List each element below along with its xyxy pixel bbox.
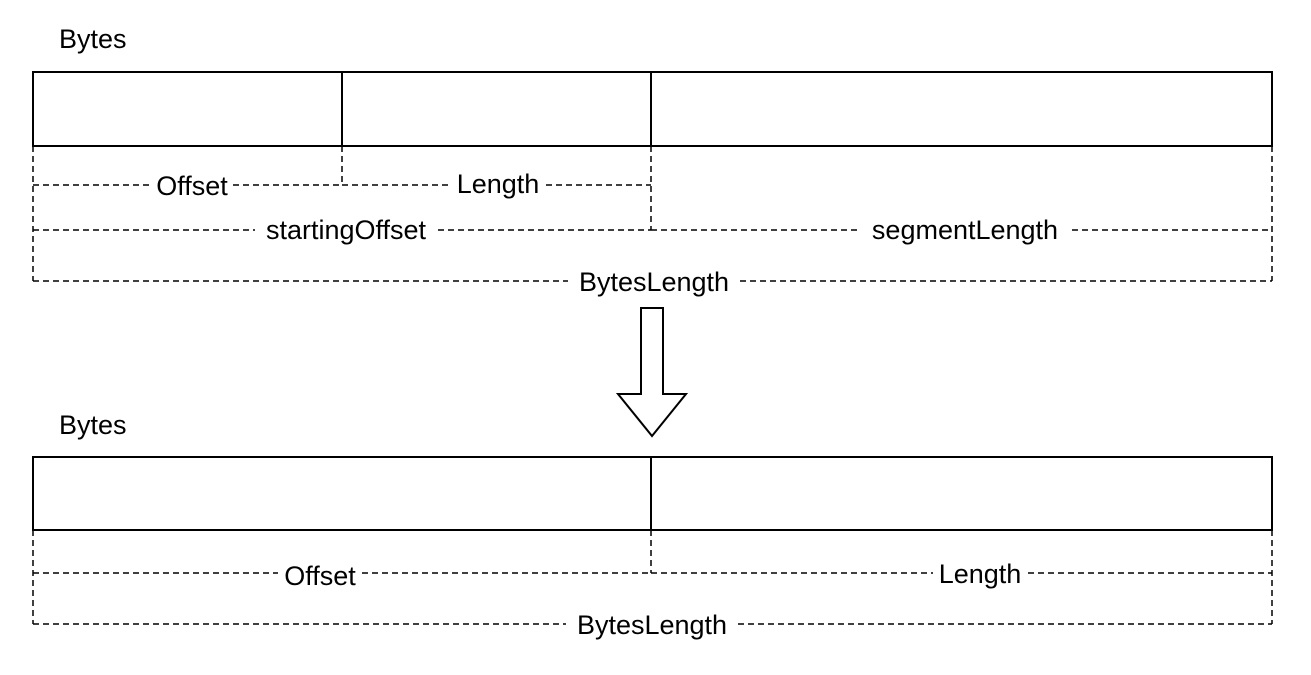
top-starting-offset-label: startingOffset xyxy=(266,215,427,245)
top-offset-label: Offset xyxy=(156,171,228,201)
bottom-diagram: Bytes Offset Length BytesLength xyxy=(32,410,1273,640)
down-arrow-icon xyxy=(615,307,689,438)
bottom-bytes-length-label: BytesLength xyxy=(577,610,727,640)
bottom-offset-label: Offset xyxy=(284,561,356,591)
bottom-bytes-box xyxy=(32,456,1273,531)
top-diagram: Bytes Offset Length startingO xyxy=(32,24,1273,297)
top-segment-length-label: segmentLength xyxy=(872,215,1058,245)
top-bytes-length-label: BytesLength xyxy=(579,267,729,297)
bottom-bytes-title: Bytes xyxy=(59,410,127,440)
bottom-length-label: Length xyxy=(939,559,1022,589)
top-bytes-title: Bytes xyxy=(59,24,127,54)
top-bytes-box xyxy=(32,71,1273,147)
top-length-label: Length xyxy=(457,169,540,199)
